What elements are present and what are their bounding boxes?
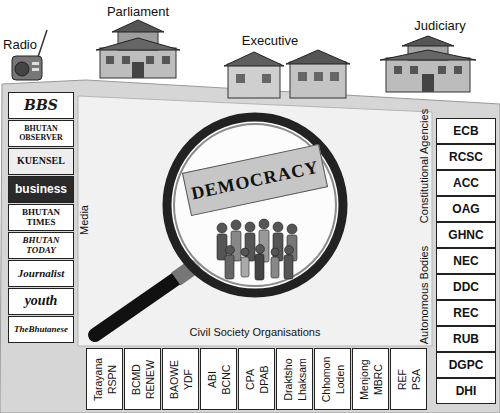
media-cell: business (8, 176, 74, 203)
media-logo-text: youth (25, 294, 58, 309)
media-cell: youth (8, 288, 74, 315)
section-label: Autonomous Bodies (418, 246, 430, 344)
people-group (217, 219, 297, 280)
magnifying-glass (95, 117, 343, 335)
cso-name: RSPN (105, 364, 118, 393)
judiciary-building (380, 36, 476, 92)
cso-name: Loden (333, 364, 346, 393)
cso-name: PSA (409, 369, 422, 390)
cso-name: MBRC (371, 364, 384, 395)
cso-name: YDF (181, 369, 194, 390)
section-label: Judiciary (414, 18, 465, 33)
cso-rotor: BAOWEYDF (163, 349, 198, 409)
agency-cell: OAG (436, 196, 496, 222)
cso-name: Chhomon (319, 356, 332, 402)
agency-cell: NEC (436, 248, 496, 274)
cso-rotor: TarayanaRSPN (87, 349, 122, 409)
cso-rotor: DraktshoLhaksam (277, 349, 312, 409)
cso-name: Tarayana (91, 357, 104, 400)
cso-name: BCMD (129, 364, 142, 395)
section-label: Parliament (107, 4, 169, 19)
cso-name: Menjong (357, 359, 370, 399)
media-logo-text: KUENSEL (17, 156, 65, 167)
cso-cell: BAOWEYDF (162, 348, 199, 410)
cso-rotor: CPADPAB (239, 349, 274, 409)
section-label: Civil Society Organisations (190, 326, 321, 338)
agency-acronym: GHNC (448, 229, 483, 242)
cso-rotor: BCMDRENEW (125, 349, 160, 409)
agency-acronym: OAG (452, 203, 479, 216)
section-label: Media (78, 205, 90, 235)
cso-name: BCNC (219, 364, 232, 394)
agency-acronym: RCSC (449, 151, 483, 164)
agency-acronym: ACC (453, 177, 479, 190)
media-logo-text: BHUTAN TIMES (11, 208, 71, 227)
cso-cell: REFPSA (390, 348, 427, 410)
cso-name: RENEW (143, 359, 156, 398)
media-cell: BHUTAN OBSERVER (8, 120, 74, 147)
parliament-building (96, 20, 180, 78)
cso-name: Lhaksam (295, 358, 308, 401)
media-cell: BHUTAN TIMES (8, 204, 74, 231)
agency-cell: DGPC (436, 352, 496, 378)
cso-cell: BCMDRENEW (124, 348, 161, 410)
media-logo-text: business (15, 183, 67, 196)
section-label: Constitutional Agencies (418, 109, 430, 223)
agency-acronym: DHI (456, 385, 477, 398)
cso-name: CPA (243, 369, 256, 390)
cso-name: Draktsho (281, 358, 294, 400)
agency-cell: RUB (436, 326, 496, 352)
agency-cell: ECB (436, 118, 496, 144)
section-label: Radio (3, 37, 37, 52)
executive-buildings (224, 50, 350, 98)
board (0, 80, 500, 413)
media-logo-text: TheBhutanese (14, 325, 68, 334)
agency-cell: REC (436, 300, 496, 326)
media-cell: TheBhutanese (8, 316, 74, 343)
media-logo-text: Journalist (18, 268, 64, 280)
cso-name: ABI (205, 371, 218, 388)
agency-cell: GHNC (436, 222, 496, 248)
agency-cell: RCSC (436, 144, 496, 170)
cso-rotor: ChhomonLoden (315, 349, 350, 409)
cso-rotor: REFPSA (391, 349, 426, 409)
media-cell: Journalist (8, 260, 74, 287)
media-logo-text: BHUTAN OBSERVER (11, 125, 71, 142)
agency-acronym: RUB (453, 333, 479, 346)
cso-name: DPAB (257, 365, 270, 393)
agency-acronym: REC (453, 307, 478, 320)
agency-cell: ACC (436, 170, 496, 196)
cso-cell: ABIBCNC (200, 348, 237, 410)
media-cell: BHUTAN TODAY (8, 232, 74, 259)
agency-cell: DHI (436, 378, 496, 404)
agency-acronym: DGPC (449, 359, 484, 372)
agency-acronym: NEC (453, 255, 478, 268)
cso-cell: MenjongMBRC (352, 348, 389, 410)
cso-name: REF (395, 369, 408, 390)
cso-cell: DraktshoLhaksam (276, 348, 313, 410)
media-logo-text: BHUTAN TODAY (11, 236, 71, 255)
cso-cell: ChhomonLoden (314, 348, 351, 410)
media-cell: KUENSEL (8, 148, 74, 175)
section-label: Executive (242, 33, 298, 48)
board-field (78, 96, 432, 346)
cso-cell: TarayanaRSPN (86, 348, 123, 410)
agency-cell: DDC (436, 274, 496, 300)
cso-cell: CPADPAB (238, 348, 275, 410)
cso-rotor: MenjongMBRC (353, 349, 388, 409)
cso-rotor: ABIBCNC (201, 349, 236, 409)
cso-name: BAOWE (167, 359, 180, 398)
media-logo-text: BBS (24, 98, 58, 113)
media-cell: BBS (8, 92, 74, 119)
agency-acronym: DDC (453, 281, 479, 294)
agency-acronym: ECB (453, 125, 478, 138)
